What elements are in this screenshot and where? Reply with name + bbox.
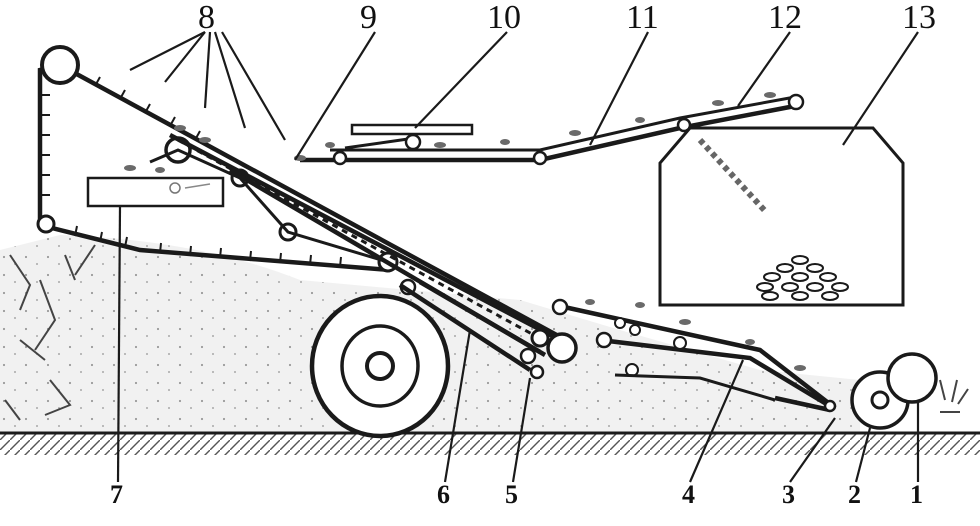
callout-labels-top: 8 9 10 11 12 13 bbox=[198, 0, 936, 36]
callout-2: 2 bbox=[848, 480, 861, 509]
callout-8: 8 bbox=[198, 0, 215, 36]
callout-leader-lines bbox=[116, 31, 920, 483]
ground bbox=[0, 431, 980, 455]
rear-elevator-frame bbox=[36, 45, 577, 347]
callout-12: 12 bbox=[768, 0, 802, 36]
callout-1: 1 bbox=[910, 480, 923, 509]
callout-7: 7 bbox=[110, 480, 123, 509]
potato-pile bbox=[756, 255, 849, 301]
top-conveyor bbox=[300, 93, 805, 166]
potatoes-on-conveyor bbox=[124, 92, 806, 371]
callout-4: 4 bbox=[682, 480, 695, 509]
callout-labels-bottom: 7 6 5 4 3 2 1 bbox=[110, 480, 923, 509]
callout-6: 6 bbox=[437, 480, 450, 509]
callout-13: 13 bbox=[902, 0, 936, 36]
part-3-digging-share bbox=[774, 395, 837, 413]
callout-5: 5 bbox=[505, 480, 518, 509]
part-13-collecting-bin bbox=[658, 126, 905, 307]
part-7-frame-box bbox=[86, 176, 225, 208]
callout-9: 9 bbox=[360, 0, 377, 36]
part-4-front-elevator bbox=[551, 298, 837, 410]
weed-tuft-right bbox=[939, 379, 969, 413]
callout-3: 3 bbox=[782, 480, 795, 509]
vine-debris-left bbox=[4, 244, 96, 421]
callout-11: 11 bbox=[626, 0, 659, 36]
carrier-wheel bbox=[309, 293, 451, 439]
main-elevator-chain bbox=[168, 133, 578, 380]
callout-10: 10 bbox=[487, 0, 521, 36]
frame-tick-marks bbox=[40, 76, 342, 268]
part-1-depth-wheel bbox=[886, 352, 938, 404]
